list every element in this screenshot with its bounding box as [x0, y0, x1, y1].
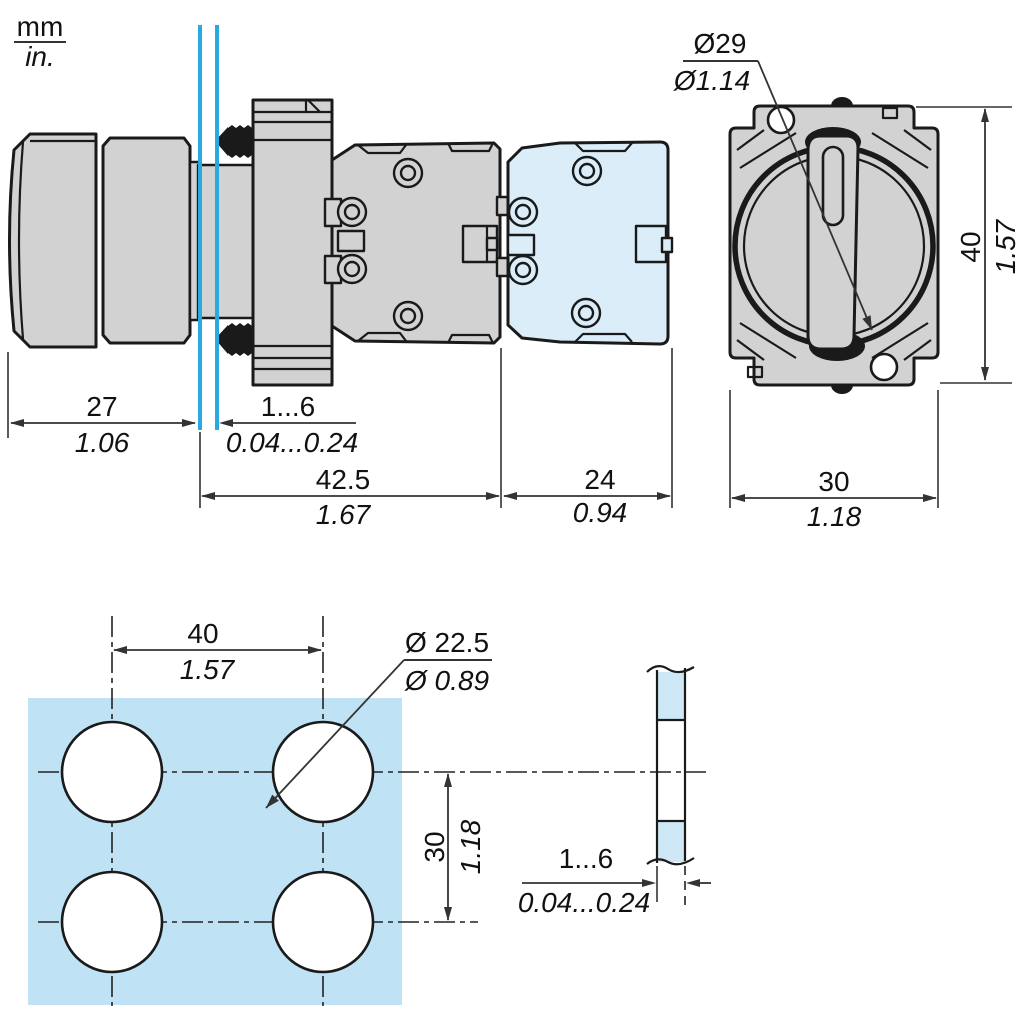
switch-body	[323, 141, 511, 345]
mounting-shaft	[196, 163, 257, 320]
svg-text:1.57: 1.57	[990, 218, 1021, 274]
svg-text:0.04...0.24: 0.04...0.24	[518, 887, 650, 918]
handle-slot	[821, 145, 845, 227]
svg-text:30: 30	[818, 466, 849, 497]
cutout-view: 40 1.57 Ø 22.5 Ø 0.89 30 1.18	[28, 616, 706, 1006]
svg-text:1...6: 1...6	[559, 843, 613, 874]
fixing-hole-bottom-right	[869, 352, 899, 382]
cutout-hole-1	[60, 720, 164, 824]
bottom-latch-bump	[831, 385, 853, 394]
svg-text:1.18: 1.18	[807, 501, 862, 532]
svg-text:1.57: 1.57	[180, 654, 236, 685]
corner-braces	[736, 106, 932, 379]
svg-text:40: 40	[187, 618, 218, 649]
selector-handle	[806, 134, 860, 351]
cutout-hole-3	[60, 870, 164, 974]
knob-lens-arc	[17, 141, 25, 340]
svg-text:0.04...0.24: 0.04...0.24	[226, 427, 358, 458]
svg-text:0.94: 0.94	[573, 497, 628, 528]
cutout-hole-2	[271, 720, 375, 824]
unit-legend: mm in.	[14, 11, 66, 72]
dim-panel-thickness-section: 1...6 0.04...0.24	[518, 843, 711, 918]
contact-block	[506, 140, 674, 346]
front-view	[728, 97, 940, 394]
svg-text:Ø 0.89: Ø 0.89	[404, 665, 489, 696]
svg-text:24: 24	[584, 464, 615, 495]
svg-text:1...6: 1...6	[261, 391, 315, 422]
side-view-dimensions: 27 1.06 1...6 0.04...0.24 42.5 1.67 24	[7, 348, 673, 530]
dim-plate-width: 30 1.18	[729, 390, 939, 532]
front-view-dimensions: Ø29 Ø1.14 40 1.57 30 1.18	[673, 28, 1021, 532]
svg-text:Ø1.14: Ø1.14	[673, 65, 750, 96]
clamp-screw-top	[215, 125, 252, 158]
panel-section-top	[657, 672, 685, 720]
mounting-collar	[251, 98, 334, 387]
unit-mm-label: mm	[17, 11, 64, 42]
svg-text:Ø 22.5: Ø 22.5	[405, 627, 489, 658]
svg-text:1.67: 1.67	[316, 499, 372, 530]
fixing-hole-top-left	[766, 105, 796, 135]
svg-text:1.18: 1.18	[455, 819, 486, 874]
break-line-bottom	[646, 857, 695, 866]
body-slot	[336, 229, 366, 253]
dim-hole-spacing-v: 30 1.18	[419, 773, 486, 921]
dim-contact-block-depth: 24 0.94	[503, 348, 673, 528]
svg-text:1.06: 1.06	[75, 427, 130, 458]
body-latch	[461, 224, 499, 264]
block-latch	[634, 224, 674, 264]
knob-body	[101, 136, 192, 345]
top-latch-bump	[831, 97, 853, 106]
block-slot	[506, 233, 536, 257]
dim-panel-thickness: 1...6 0.04...0.24	[219, 391, 358, 458]
dim-hole-spacing-h: 40 1.57	[113, 618, 322, 685]
svg-text:30: 30	[419, 831, 450, 862]
dim-mounting-depth: 42.5 1.67	[199, 348, 502, 530]
break-line-top	[646, 665, 695, 674]
svg-text:27: 27	[86, 391, 117, 422]
knob-lens	[8, 132, 98, 349]
panel-cross-section: 1...6 0.04...0.24	[518, 665, 711, 918]
dim-plate-height: 40 1.57	[916, 106, 1021, 384]
clamp-screw-bottom	[215, 323, 252, 356]
panel-section-bottom	[657, 821, 685, 862]
side-view	[8, 25, 674, 430]
dim-hole-diameter: Ø 22.5 Ø 0.89	[265, 627, 492, 809]
unit-in-label: in.	[25, 41, 55, 72]
svg-text:40: 40	[955, 231, 986, 262]
dim-knob-diameter: Ø29 Ø1.14	[673, 28, 873, 331]
svg-text:42.5: 42.5	[316, 464, 371, 495]
dim-knob-length: 27 1.06	[7, 352, 196, 458]
svg-text:Ø29: Ø29	[694, 28, 747, 59]
cutout-hole-4	[271, 870, 375, 974]
